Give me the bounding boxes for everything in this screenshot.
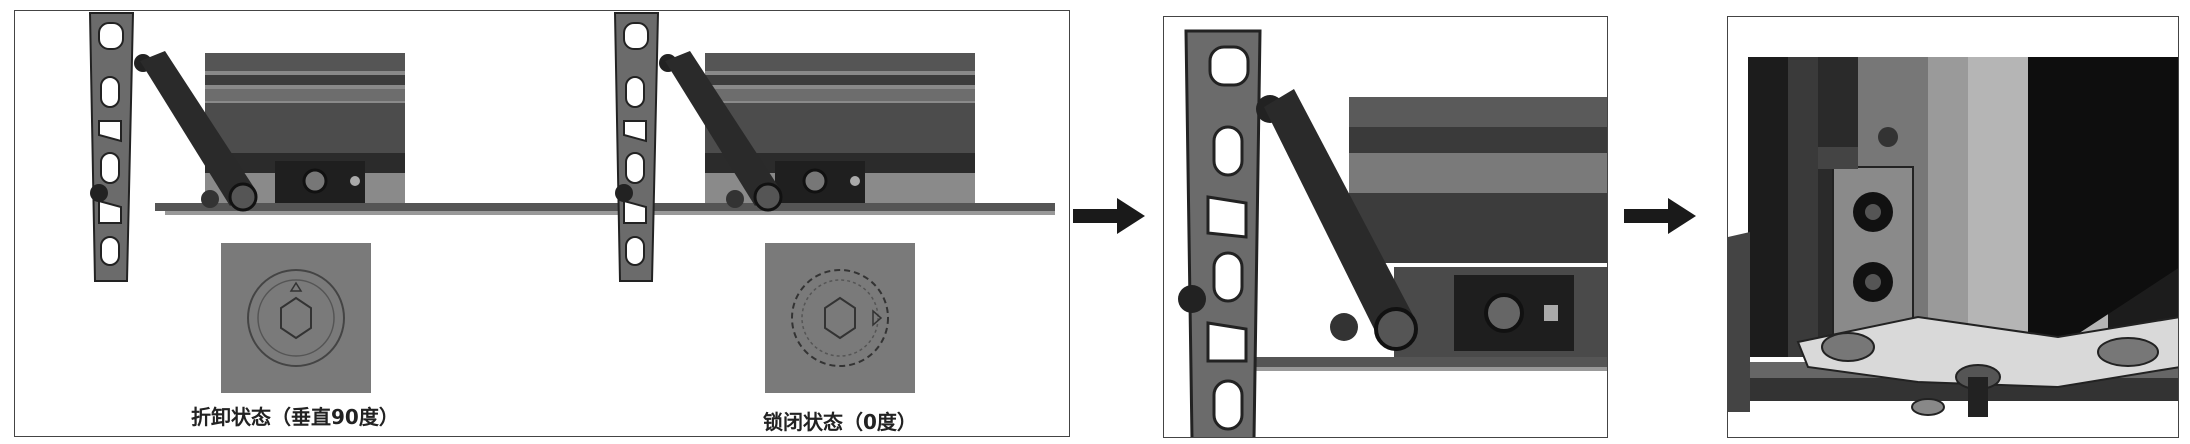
arrow-right-icon <box>1624 196 1698 236</box>
state-locked-drawing <box>613 12 1055 393</box>
caption-folded-state: 折卸状态（垂直90度） <box>191 405 399 429</box>
panel-installed-illustration <box>1728 17 2178 437</box>
caption-locked-state: 锁闭状态（0度） <box>763 410 917 434</box>
arrow-right-icon <box>1073 196 1147 236</box>
panel-states-illustration <box>88 12 1055 393</box>
panel-states: 折卸状态（垂直90度） 锁闭状态（0度） <box>14 10 1070 437</box>
panel-closeup <box>1163 16 1608 438</box>
panel-installed <box>1727 16 2179 438</box>
panel-closeup-illustration <box>1178 29 1607 437</box>
state-folded-drawing <box>88 12 675 393</box>
